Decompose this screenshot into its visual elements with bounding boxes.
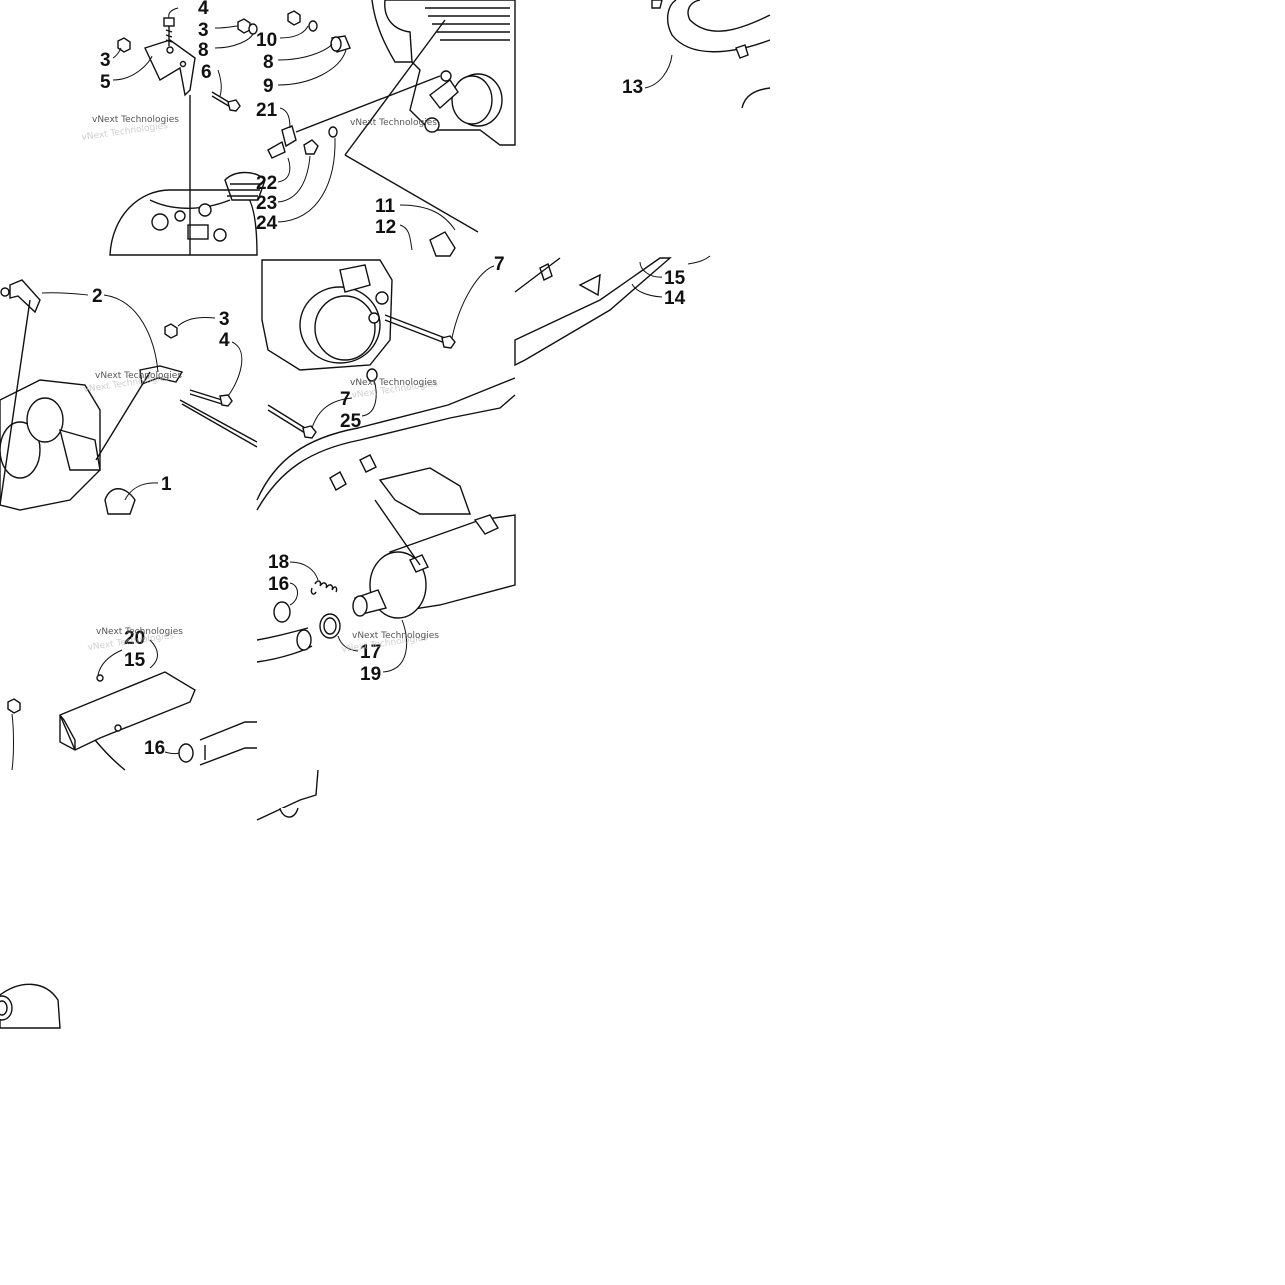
tile-fragment-bottom (256, 769, 319, 821)
tile-engine-top: 11 12 vNext Technologies (295, 0, 516, 257)
heat-shield-icon (59, 671, 196, 751)
tile-starter: 2 3 4 1 vNext Technologies vNext Technol… (0, 279, 258, 515)
callout-15: 15 (664, 268, 686, 289)
callout-19: 19 (360, 664, 381, 685)
watermark-text-2: vNext Technologies (350, 118, 437, 128)
callout-14: 14 (664, 288, 686, 309)
callout-11: 11 (375, 196, 396, 217)
callout-9: 9 (263, 76, 274, 97)
callout-3-c: 3 (219, 309, 230, 330)
gasket-icon (319, 613, 341, 639)
callout-16-b: 16 (268, 574, 289, 595)
callout-7: 7 (494, 254, 505, 275)
watermark-text-5: vNext Technologies (96, 627, 183, 637)
callout-4: 4 (198, 0, 209, 19)
callout-15-b: 15 (124, 650, 146, 671)
callout-1: 1 (161, 474, 172, 495)
tile-fragment-corner (0, 983, 61, 1029)
callout-24: 24 (256, 213, 278, 234)
callout-12: 12 (375, 217, 396, 238)
callout-3: 3 (198, 20, 209, 41)
spring-icon (310, 580, 338, 595)
callout-10: 10 (256, 30, 277, 51)
watermark-text-6: vNext Technologies (352, 631, 439, 641)
callout-7-b: 7 (340, 389, 351, 410)
callout-22: 22 (256, 173, 277, 194)
bracket-icon (144, 39, 196, 97)
callout-13: 13 (622, 77, 643, 98)
callout-8-b: 8 (263, 52, 274, 73)
callout-8: 8 (198, 40, 209, 61)
tile-frame: 15 14 (514, 255, 711, 367)
callout-3-b: 3 (100, 50, 111, 71)
tile-muffler: 18 16 17 19 vNext Technologies vNext Tec… (256, 499, 516, 685)
callout-16: 16 (144, 738, 165, 759)
tile-pipe: 13 (622, 0, 771, 109)
engine-icon (371, 0, 516, 146)
callout-17: 17 (360, 642, 381, 663)
callout-25: 25 (340, 411, 362, 432)
watermark-text-4: vNext Technologies (350, 378, 437, 388)
bolt-icon (163, 17, 175, 46)
callout-5: 5 (100, 72, 111, 93)
callout-21: 21 (256, 100, 278, 121)
callout-4-b: 4 (219, 330, 230, 351)
callout-6: 6 (201, 62, 212, 83)
tile-engine-side: 7 7 25 vNext Technologies vNext Technolo… (256, 254, 516, 515)
callout-18: 18 (268, 552, 289, 573)
callout-2: 2 (92, 286, 103, 307)
callout-20: 20 (124, 628, 145, 649)
tile-heat-shield: 20 15 16 vNext Technologies vNext Techno… (7, 627, 257, 771)
watermark-text-3: vNext Technologies (95, 371, 182, 381)
tile-bracket: 4 3 8 10 8 9 3 5 6 21 22 23 24 vNext Tec… (81, 0, 351, 256)
watermark-text: vNext Technologies (92, 115, 179, 125)
callout-23: 23 (256, 193, 277, 214)
muffler-icon (369, 514, 516, 619)
